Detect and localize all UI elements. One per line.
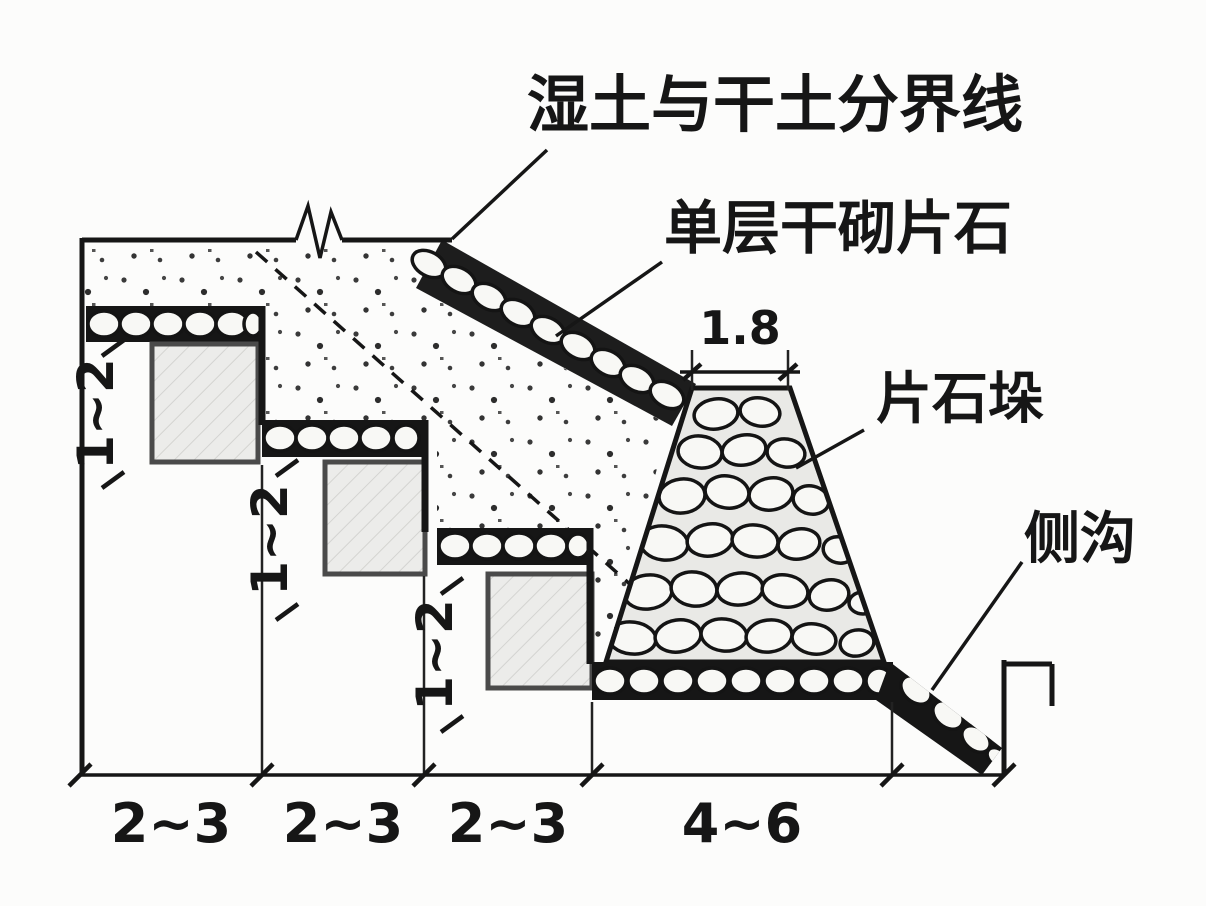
pile-top-width-dimension: 1.8 (699, 301, 781, 355)
wet-dry-boundary-dashed-line (254, 250, 652, 604)
stone-pile-leader (795, 428, 865, 470)
side-ditch-label: 侧沟 (1024, 507, 1136, 572)
break-symbol (294, 199, 344, 259)
ground-outline (79, 199, 452, 775)
foundation-stone-band (592, 662, 894, 700)
step2-width-dimension: 2~3 (283, 792, 403, 855)
step1-height-dimension: 1~2 (67, 358, 125, 469)
wet-dry-boundary-leader (450, 148, 549, 241)
stone-pile-label: 片石垛 (876, 367, 1044, 432)
slope-stone-pitching (410, 240, 696, 426)
bottom-dimension-line (67, 762, 1017, 788)
side-ditch-leader (930, 560, 1024, 692)
step-risers (258, 306, 594, 664)
callout-leader-lines (450, 148, 1024, 692)
step-height-dimension-ticks (100, 338, 465, 734)
stone-pile (602, 385, 888, 665)
dimension-extension-lines (260, 350, 894, 773)
single-layer-drystone-label: 单层干砌片石 (664, 194, 1012, 262)
step3-width-dimension: 2~3 (448, 792, 568, 855)
step2-masonry-block (322, 459, 428, 577)
wet-dry-boundary-label: 湿土与干土分界线 (527, 68, 1023, 141)
step1-stone-band (86, 306, 264, 342)
step3-height-dimension: 1~2 (406, 599, 464, 710)
step3-stone-band (437, 528, 591, 565)
step3-masonry-block (485, 571, 595, 691)
pile-top-dimension-line (680, 362, 800, 382)
step1-width-dimension: 2~3 (111, 792, 231, 855)
step2-height-dimension: 1~2 (241, 484, 299, 595)
pile-base-width-dimension: 4~6 (682, 792, 802, 855)
step2-stone-band (262, 420, 425, 457)
soil-fill-area (84, 242, 668, 658)
single-layer-drystone-leader (554, 260, 664, 338)
step1-masonry-block (149, 341, 261, 465)
